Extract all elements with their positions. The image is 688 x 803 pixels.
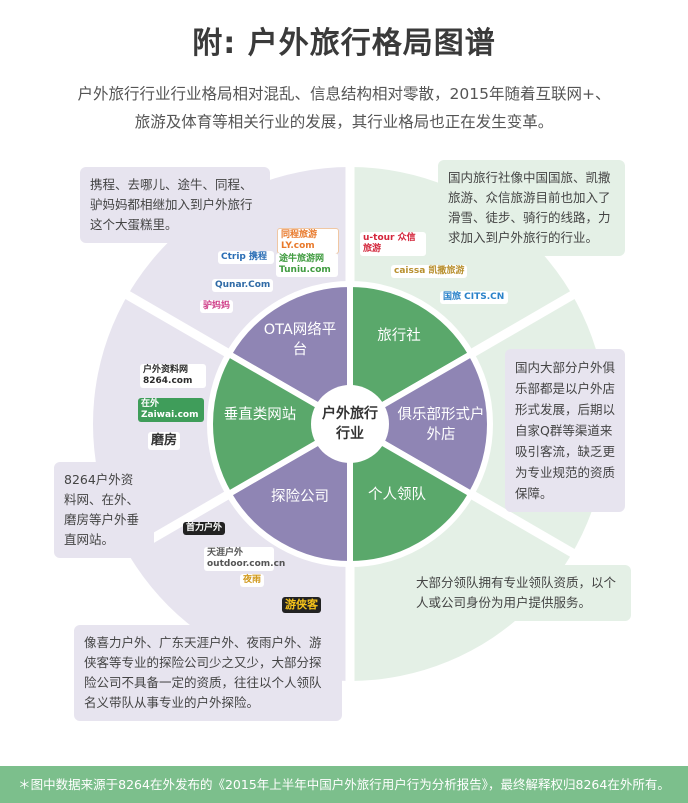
segment-label-ota: OTA网络平台: [263, 322, 337, 358]
logo-ctrip: Ctrip 携程: [218, 251, 274, 264]
note-ota: 携程、去哪儿、途牛、同程、驴妈妈都相继加入到户外旅行这个大蛋糕里。: [80, 167, 270, 243]
segment-label-club: 俱乐部形式户外店: [397, 407, 485, 443]
logo-lvmama: 驴妈妈: [200, 300, 234, 313]
note-vertical: 8264户外资料网、在外、磨房等户外垂直网站。: [54, 462, 154, 558]
logo-cits: 国旅 CITS.CN: [440, 291, 508, 304]
logo-youxiake: 游侠客: [282, 597, 321, 613]
segment-label-vertical: 垂直类网站: [223, 407, 297, 423]
intro-text: 户外旅行行业行业格局相对混乱、信息结构相对零散，2015年随着互联网+、 旅游及…: [40, 80, 648, 136]
logo-zaiwai: 在外 Zaiwai.com: [138, 398, 204, 422]
segment-label-exploration: 探险公司: [271, 489, 329, 505]
logo-caissa: caissa 凯撒旅游: [391, 265, 468, 278]
logo-yeyu: 夜雨: [240, 574, 265, 587]
center-hub: 户外旅行行业: [311, 385, 389, 463]
logo-tongcheng: 同程旅游 LY.com: [277, 228, 339, 254]
sector-individual: [347, 418, 476, 568]
footer-source-note: ＊图中数据来源于8264在外发布的《2015年上半年中国户外旅行用户行为分析报告…: [0, 766, 688, 803]
note-travel-agency: 国内旅行社像中国国旅、凯撒旅游、众信旅游目前也加入了滑雪、徒步、骑行的线路，力求…: [438, 160, 625, 256]
inner-sectors: [207, 280, 493, 568]
sector-vertical: [207, 349, 357, 499]
logo-xili: 首力户外: [183, 522, 226, 535]
segment-label-individual: 个人领队: [368, 487, 426, 503]
sector-ota: [224, 280, 353, 430]
logo-outdoor: 天涯户外 outdoor.com.cn: [204, 547, 285, 571]
sector-exploration: [224, 418, 353, 568]
note-club: 国内大部分户外俱乐部都是以户外店形式发展，后期以自家Q群等渠道来吸引客流，缺乏更…: [505, 349, 625, 512]
logo-qunar: Qunar.Com: [212, 279, 274, 292]
segment-label-travel-agency: 旅行社: [377, 328, 421, 344]
page-title: 附: 户外旅行格局图谱: [192, 26, 496, 61]
center-label: 户外旅行行业: [322, 406, 378, 442]
sector-club: [343, 349, 493, 499]
note-exploration: 像喜力户外、广东天涯户外、夜雨户外、游侠客等专业的探险公司少之又少，大部分探险公…: [74, 625, 342, 721]
logo-tuniu: 途牛旅游网 Tuniu.com: [276, 253, 338, 277]
intro-line-2: 旅游及体育等相关行业的发展，其行业格局也正在发生变革。: [134, 113, 554, 131]
logo-doyouhike: 磨房: [148, 432, 181, 450]
logo-utour: u-tour 众信旅游: [360, 232, 426, 256]
logo-8264: 户外资料网 8264.com: [140, 364, 206, 388]
note-individual: 大部分领队拥有专业领队资质，以个人或公司身份为用户提供服务。: [406, 565, 631, 621]
intro-line-1: 户外旅行行业行业格局相对混乱、信息结构相对零散，2015年随着互联网+、: [77, 85, 611, 103]
sector-travel-agency: [347, 280, 476, 430]
